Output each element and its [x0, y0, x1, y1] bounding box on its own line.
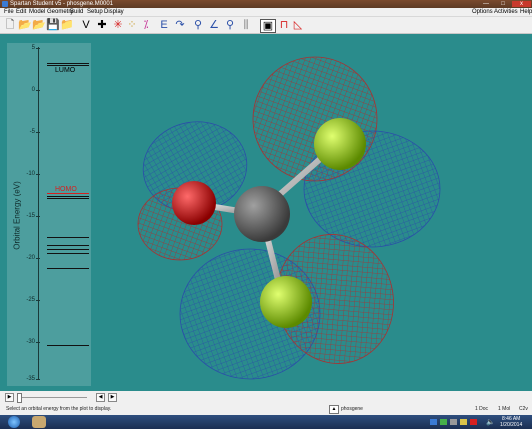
tick [36, 132, 40, 133]
measure-distance-icon[interactable]: ⚲ [193, 19, 203, 31]
mol-count: 1 Mol [498, 406, 511, 412]
tick [36, 48, 40, 49]
title-bar: Spartan Student v5 - phosgene.M0001 — □ … [0, 0, 532, 8]
orbital-level[interactable] [47, 345, 89, 346]
open-folder-icon[interactable]: 📂 [32, 19, 46, 31]
tray-icon[interactable] [450, 419, 457, 425]
tick [36, 342, 40, 343]
tick-label: -10 [26, 171, 35, 177]
homo-level[interactable] [47, 193, 89, 194]
molecule-up-icon[interactable]: ▲ [329, 405, 339, 414]
tick [36, 90, 40, 91]
surface-icon[interactable]: ⊓ [279, 19, 289, 31]
tick-label: -30 [26, 339, 35, 345]
menu-display[interactable]: Display [104, 9, 124, 15]
delete-icon[interactable]: ✳ [113, 19, 123, 31]
tick-label: -5 [29, 129, 35, 135]
toolbar: 🗋 📂 📂 💾 📁 V ✚ ✳ ⁘ ⁒ E ↷ ⚲ ∠ ⚲ ⫼ ▣ ⊓ ◺ [0, 17, 532, 34]
new-icon[interactable]: 🗋 [5, 19, 15, 31]
tick-label: -20 [26, 255, 35, 261]
tick-label: -25 [26, 297, 35, 303]
oxygen-atom[interactable] [172, 181, 216, 225]
app-icon [2, 1, 8, 7]
minimize-button[interactable]: — [483, 1, 489, 7]
menu-geometry[interactable]: Geometry [47, 9, 74, 15]
open-icon[interactable]: 📂 [18, 19, 32, 31]
molecule-name: phosgene [341, 406, 363, 412]
tick [36, 300, 40, 301]
orbital-level[interactable] [47, 65, 89, 66]
tick-label: 0 [31, 87, 35, 93]
orbital-level[interactable] [47, 268, 89, 269]
clock-time: 8:46 AM [502, 416, 521, 422]
frame-slider-track[interactable] [17, 397, 87, 398]
chlorine-atom[interactable] [314, 118, 366, 170]
carbon-atom[interactable] [234, 186, 290, 242]
maximize-button[interactable]: □ [501, 1, 505, 7]
tick [36, 258, 40, 259]
tray-icon[interactable] [470, 419, 477, 425]
folder-icon[interactable]: 📁 [60, 19, 74, 31]
make-bond-icon[interactable]: ⁘ [127, 19, 137, 31]
tick [36, 174, 40, 175]
break-bond-icon[interactable]: ⁒ [143, 19, 149, 31]
menu-bar: File Edit Model Geometry Build Setup Dis… [0, 8, 532, 17]
plot-icon[interactable]: ◺ [293, 19, 303, 31]
close-button[interactable]: x [512, 1, 531, 7]
tray-icon[interactable] [440, 419, 447, 425]
play-button[interactable]: ▶ [5, 393, 14, 402]
bottom-bar: ▶ ◀ ▶ Select an orbital energy from the … [0, 391, 532, 415]
select-icon[interactable]: ▣ [260, 19, 276, 33]
chlorine-atom[interactable] [260, 276, 312, 328]
add-fragment-icon[interactable]: ✚ [97, 19, 107, 31]
doc-count: 1 Doc [475, 406, 489, 412]
status-message: Select an orbital energy from the plot t… [6, 406, 112, 412]
energy-axis [38, 47, 39, 380]
orbital-level[interactable] [47, 63, 89, 64]
orbital-level[interactable] [47, 253, 89, 254]
tick-label: -15 [26, 213, 35, 219]
spectra-icon[interactable]: ⫼ [243, 19, 249, 31]
orbital-level[interactable] [47, 196, 89, 197]
frame-slider-thumb[interactable] [17, 393, 22, 403]
view-icon[interactable]: V [82, 19, 90, 31]
orbital-level[interactable] [47, 198, 89, 199]
phosgene-molecule[interactable] [0, 34, 532, 391]
menu-file[interactable]: File [4, 9, 14, 15]
homo-label: HOMO [55, 186, 77, 193]
tick-label: 5 [31, 45, 35, 51]
start-button-icon[interactable] [8, 416, 20, 428]
previous-frame-button[interactable]: ◀ [96, 393, 105, 402]
taskbar-spartan-icon[interactable] [32, 416, 46, 428]
menu-edit[interactable]: Edit [16, 9, 27, 15]
tick [36, 216, 40, 217]
measure-angle-icon[interactable]: ∠ [209, 19, 219, 31]
clock-date: 1/20/2014 [500, 422, 523, 428]
taskbar: 🔈 8:46 AM 1/20/2014 [0, 415, 532, 429]
save-icon[interactable]: 💾 [46, 19, 60, 31]
menu-setup[interactable]: Setup [87, 9, 103, 15]
minimize-icon[interactable]: E [160, 19, 168, 31]
window-title: Spartan Student v5 - phosgene.M0001 [10, 1, 114, 7]
orbital-energy-panel[interactable]: Orbital Energy (eV) 5 0 -5 -10 -15 -20 -… [7, 43, 91, 386]
tick [36, 379, 40, 380]
rotate-icon[interactable]: ↷ [175, 19, 185, 31]
measure-dihedral-icon[interactable]: ⚲ [225, 19, 235, 31]
point-group: C2v [519, 406, 528, 412]
orbital-level[interactable] [47, 249, 89, 250]
orbital-level[interactable] [47, 245, 89, 246]
orbital-level[interactable] [47, 237, 89, 238]
molecule-viewer[interactable]: Orbital Energy (eV) 5 0 -5 -10 -15 -20 -… [0, 34, 532, 391]
menu-build[interactable]: Build [70, 9, 84, 15]
volume-icon[interactable]: 🔈 [486, 419, 495, 426]
menu-help[interactable]: Help [520, 9, 532, 15]
lumo-label: LUMO [55, 67, 76, 74]
menu-activities[interactable]: Activities [494, 9, 518, 15]
tray-icon[interactable] [460, 419, 467, 425]
menu-options[interactable]: Options [472, 9, 493, 15]
tray-icon[interactable] [430, 419, 437, 425]
menu-model[interactable]: Model [29, 9, 46, 15]
tick-label: -35 [26, 376, 35, 382]
next-frame-button[interactable]: ▶ [108, 393, 117, 402]
